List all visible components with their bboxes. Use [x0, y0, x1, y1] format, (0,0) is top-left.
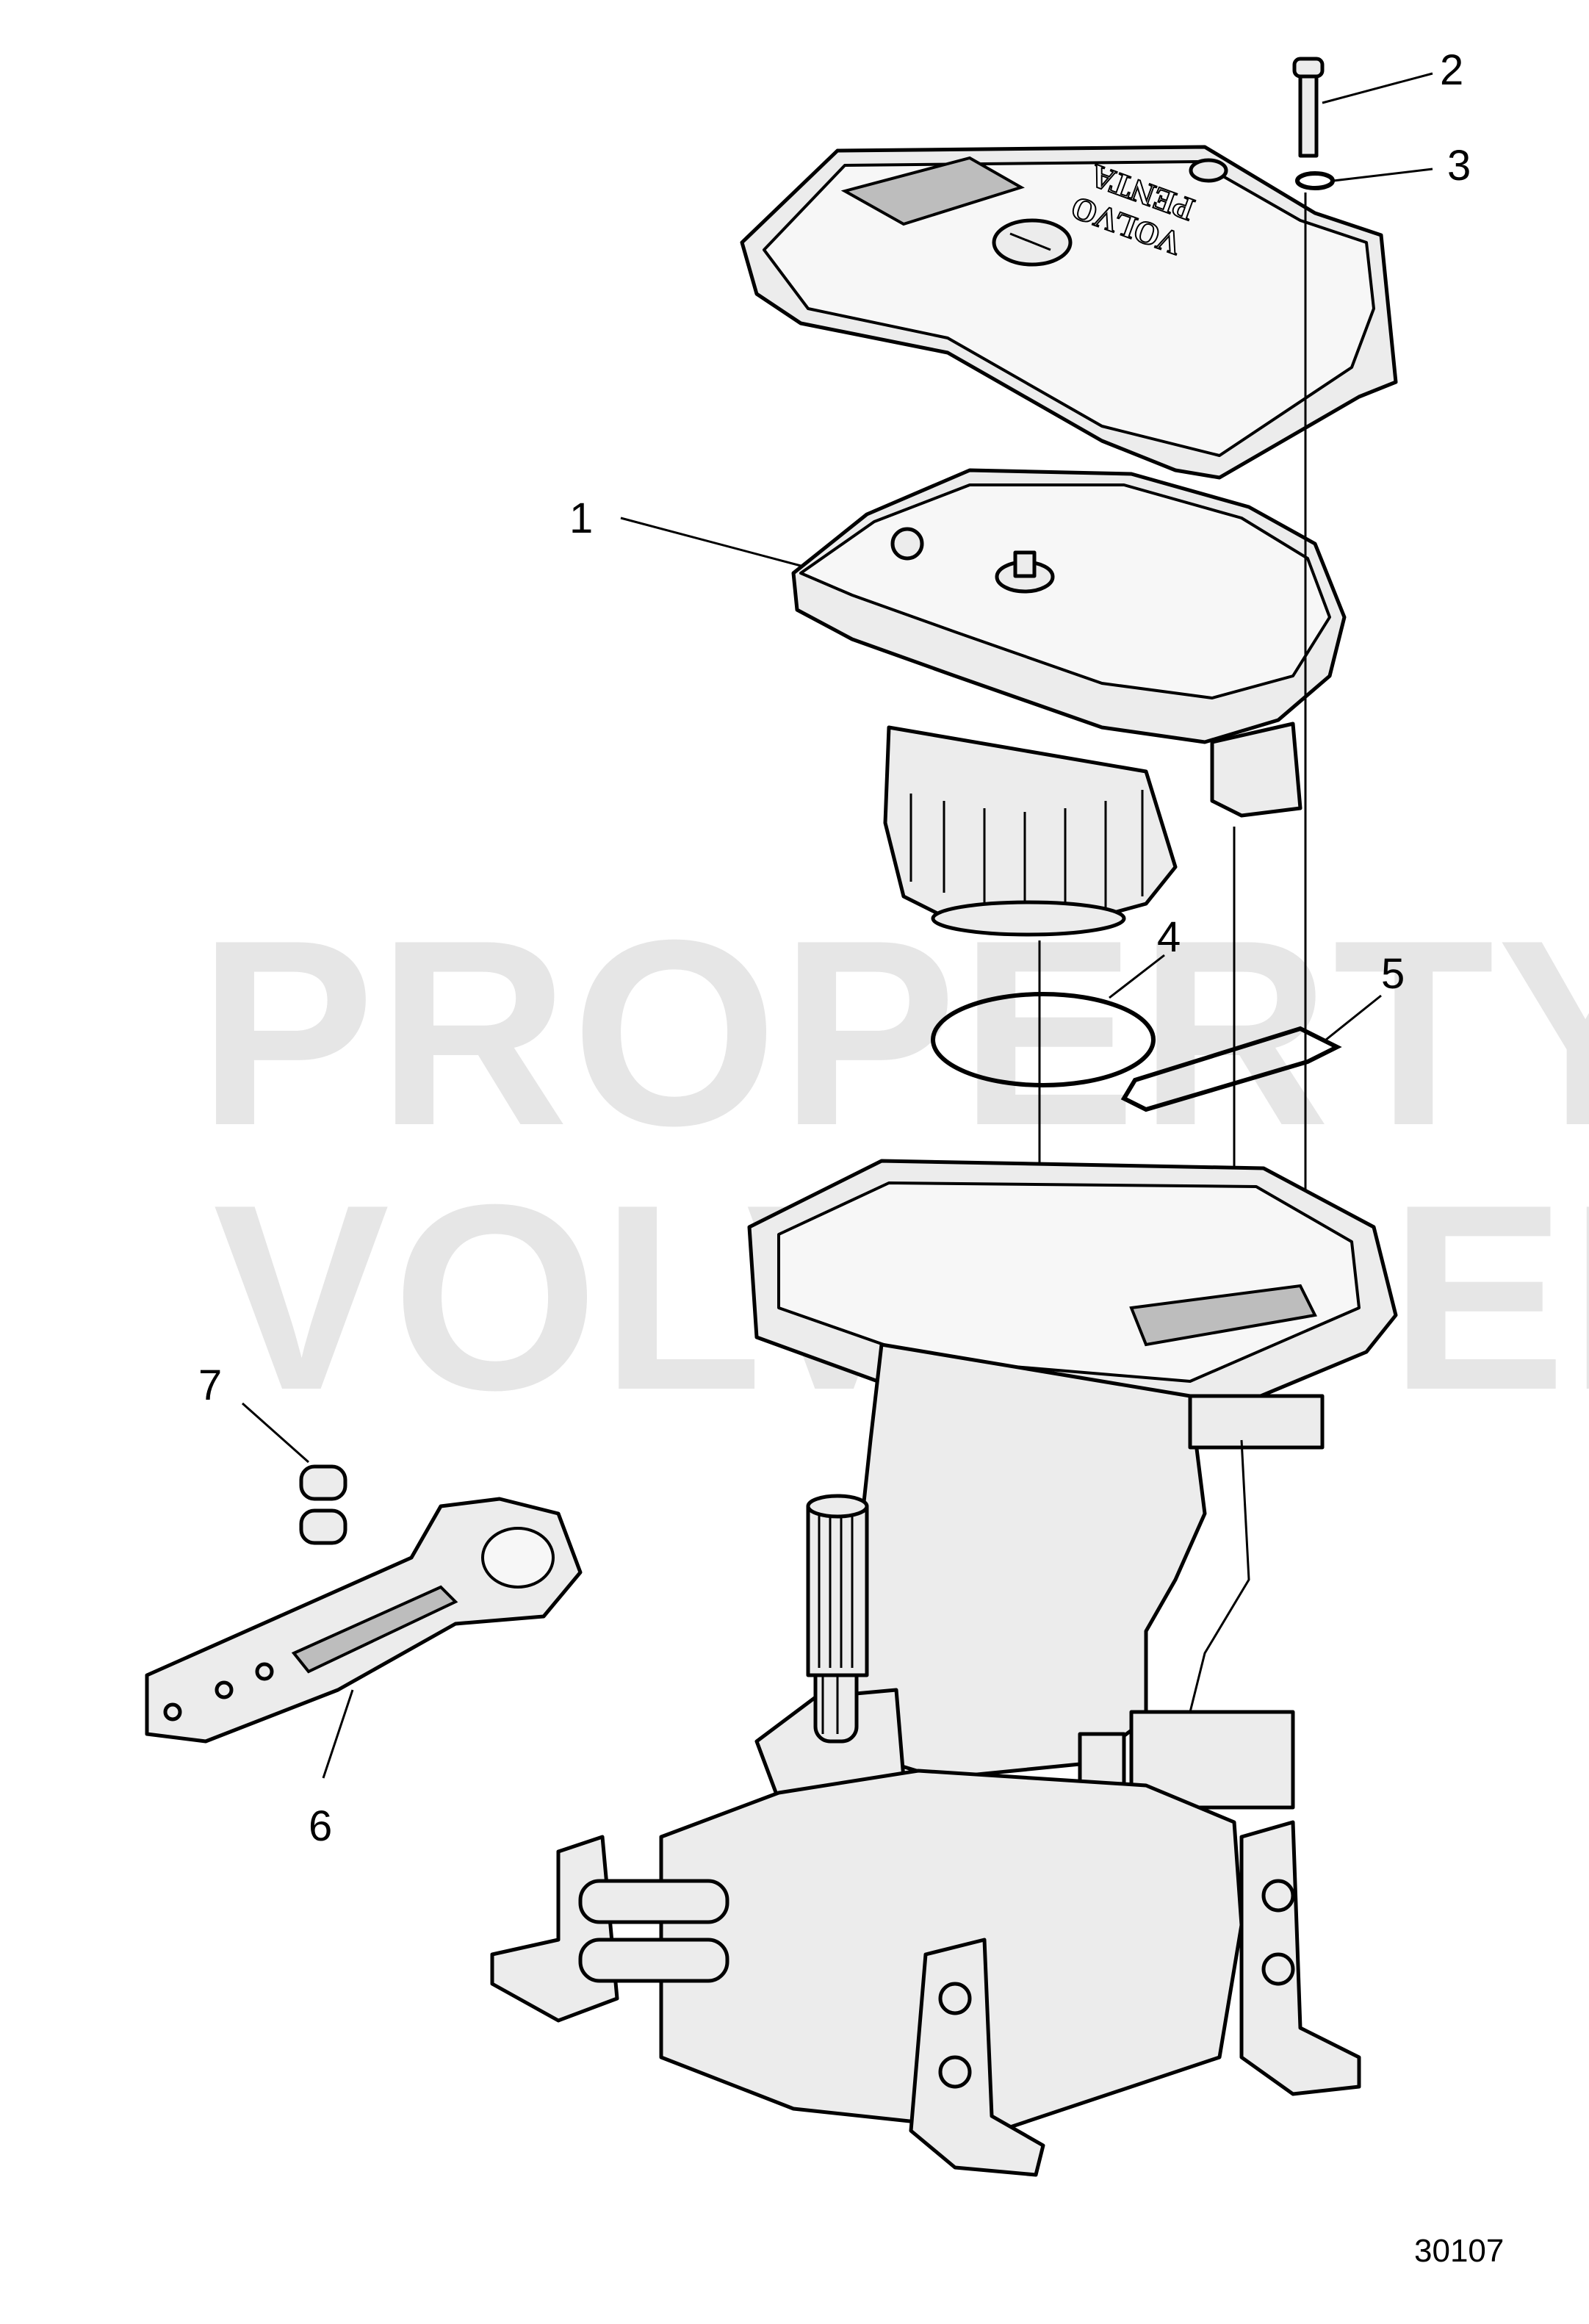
callout-7: 7	[198, 1361, 222, 1409]
splined-shaft	[806, 1494, 869, 1677]
pins	[299, 1464, 347, 1545]
o-ring-and-gasket	[931, 992, 1342, 1112]
callout-labels: 1 2 3 4 5 6 7	[198, 46, 1471, 1850]
motor-unit	[791, 468, 1347, 937]
callout-4: 4	[1157, 913, 1181, 961]
mounting-bracket-right	[1239, 1820, 1361, 2096]
callout-5: 5	[1381, 950, 1405, 998]
leader-lines	[242, 72, 1433, 1779]
top-cover: VOLVO PENTA	[740, 145, 1398, 480]
callout-6: 6	[309, 1802, 332, 1850]
figure-number: 30107	[1414, 2233, 1504, 2269]
mounting-bracket-left	[490, 1835, 729, 2023]
screw-and-washer	[1292, 57, 1335, 190]
callout-2: 2	[1440, 46, 1463, 94]
housing	[490, 1159, 1398, 2177]
steering-arm	[145, 1497, 583, 1744]
mounting-bracket-front	[909, 1938, 1045, 2177]
watermark-line1: PROPERTY OF	[198, 885, 1589, 1181]
callout-1: 1	[569, 494, 593, 542]
callout-3: 3	[1447, 142, 1471, 190]
